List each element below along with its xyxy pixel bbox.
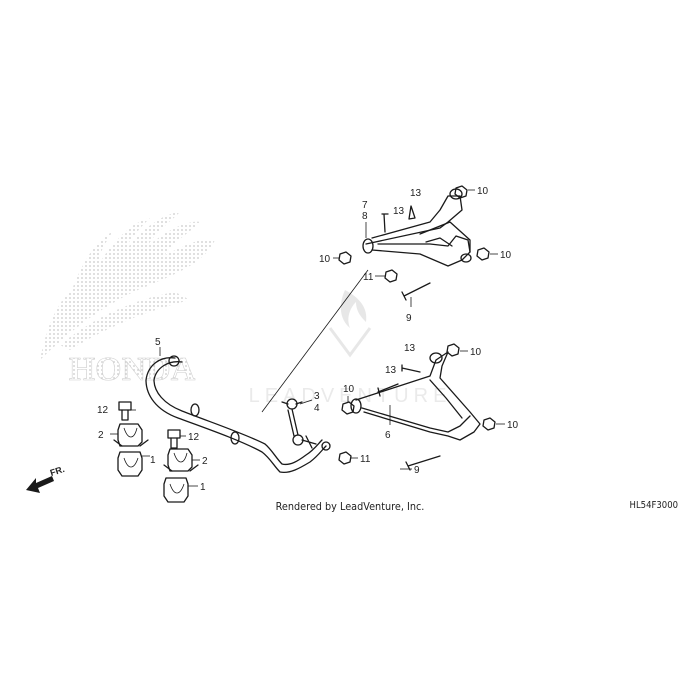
callout-13: 13 xyxy=(393,206,405,217)
callout-labels: 1 1 2 2 3 4 5 6 7 8 9 9 10 10 10 10 10 1… xyxy=(97,186,519,493)
callout-2: 2 xyxy=(98,430,104,441)
watermark-text: LEADVENTURE xyxy=(249,385,452,407)
flange-bolt-left xyxy=(118,401,132,421)
honda-logo-text: HONDA xyxy=(69,351,196,388)
callout-13: 13 xyxy=(385,365,397,376)
bolt-13-lower-b xyxy=(401,364,421,373)
nut-11-lower xyxy=(338,451,352,465)
stabilizer-bar xyxy=(145,355,331,474)
render-credit: Rendered by LeadVenture, Inc. xyxy=(275,500,425,513)
nut-10-upper-right xyxy=(476,247,490,261)
leader-line xyxy=(261,269,369,413)
bolt-9-lower xyxy=(405,455,441,471)
callout-6: 6 xyxy=(385,430,391,441)
flange-bolt-right xyxy=(167,429,181,449)
callout-7: 7 xyxy=(362,200,368,211)
callout-10: 10 xyxy=(343,384,355,395)
bushing-holder-right xyxy=(163,448,199,472)
rubber-bushing-right xyxy=(163,477,189,503)
leadventure-watermark: LEADVENTURE xyxy=(249,290,452,407)
callout-10: 10 xyxy=(470,347,482,358)
callout-4: 4 xyxy=(314,403,320,414)
callout-10: 10 xyxy=(477,186,489,197)
nut-10-lower-left xyxy=(341,401,355,415)
nut-11-upper xyxy=(384,269,398,283)
callout-3: 3 xyxy=(314,391,320,402)
bolt-13-upper-b xyxy=(408,205,416,220)
diagram-code: HL54F3000 xyxy=(629,500,678,511)
stabilizer-link xyxy=(281,398,317,449)
callout-2: 2 xyxy=(202,456,208,467)
callout-1: 1 xyxy=(200,482,206,493)
callout-12: 12 xyxy=(188,432,200,443)
callout-9: 9 xyxy=(414,465,420,476)
callout-12: 12 xyxy=(97,405,109,416)
nut-10-upper-left xyxy=(338,251,352,265)
honda-wing-logo: HONDA xyxy=(40,212,215,388)
nut-10-lower-top xyxy=(446,343,460,357)
callout-10: 10 xyxy=(500,250,512,261)
callout-13: 13 xyxy=(404,343,416,354)
callout-10: 10 xyxy=(319,254,331,265)
lower-arm xyxy=(350,351,481,441)
callout-8: 8 xyxy=(362,211,368,222)
bolt-13-upper-a xyxy=(381,213,389,233)
callout-9: 9 xyxy=(406,313,412,324)
callout-13: 13 xyxy=(410,188,422,199)
callout-10: 10 xyxy=(507,420,519,431)
callout-leaders xyxy=(110,189,505,487)
callout-labels-extra: 10 13 xyxy=(343,365,397,395)
nut-10-lower-right xyxy=(482,417,496,431)
rubber-bushing-left xyxy=(117,451,143,477)
callout-11: 11 xyxy=(363,272,374,283)
callout-5: 5 xyxy=(155,337,161,348)
nut-10-upper-top xyxy=(454,185,468,199)
bolt-9-upper xyxy=(401,282,431,301)
front-arrow-icon xyxy=(26,476,54,493)
callout-11: 11 xyxy=(360,454,371,465)
callout-1: 1 xyxy=(150,455,156,466)
bolt-13-lower-a xyxy=(377,383,399,397)
bushing-holder-left xyxy=(113,423,149,447)
upper-arm xyxy=(362,188,472,267)
